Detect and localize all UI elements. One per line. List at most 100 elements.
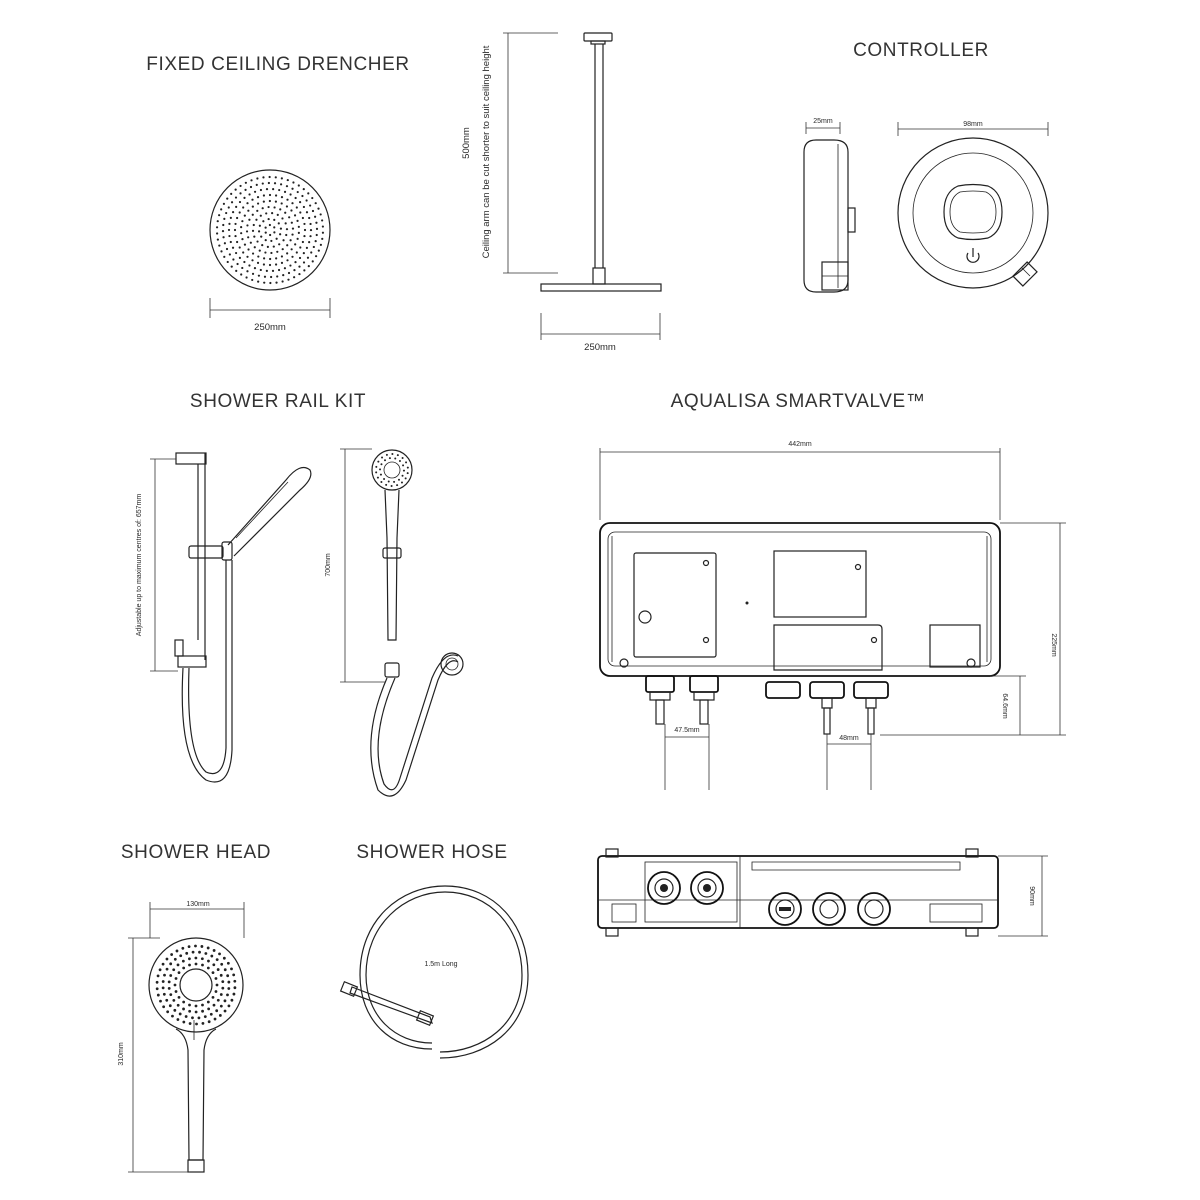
nozzle-dot — [232, 973, 236, 977]
nozzle-dot — [321, 219, 324, 222]
nozzle-dot — [181, 946, 185, 950]
nozzle-dot — [225, 247, 229, 251]
nozzle-dot — [214, 990, 218, 993]
nozzle-dot — [235, 205, 238, 208]
nozzle-dot — [314, 239, 317, 243]
nozzle-dot — [176, 1003, 180, 1007]
valve-outlet-drop-dimension: 64.6mm — [990, 675, 1026, 735]
nozzle-dot — [279, 208, 282, 211]
nozzle-dot — [206, 1000, 210, 1004]
nozzle-dot — [263, 281, 266, 284]
nozzle-dot — [282, 239, 285, 242]
nozzle-dot — [264, 239, 267, 242]
nozzle-dot — [234, 234, 237, 238]
nozzle-dot — [268, 199, 271, 203]
nozzle-dot — [215, 226, 219, 229]
nozzle-dot — [296, 219, 299, 223]
nozzle-dot — [402, 464, 405, 467]
nozzle-dot — [216, 998, 220, 1002]
title-controller: CONTROLLER — [853, 40, 989, 61]
nozzle-dot — [280, 261, 284, 264]
nozzle-dot — [240, 273, 243, 276]
nozzle-dot — [314, 202, 317, 205]
nozzle-dot — [287, 271, 291, 275]
nozzle-dot — [155, 987, 159, 991]
nozzle-dot — [173, 957, 177, 961]
nozzle-dot — [302, 205, 306, 209]
nozzle-dot — [171, 1014, 174, 1018]
nozzle-dot — [281, 280, 284, 283]
nozzle-dot — [161, 980, 165, 983]
valve-depth-dimension: 90mm — [998, 855, 1048, 937]
valve-outlet-drop-label: 64.6mm — [1001, 693, 1008, 718]
nozzle-dot — [248, 218, 251, 221]
nozzle-dot — [398, 460, 401, 463]
nozzle-dot — [276, 275, 279, 278]
nozzle-dot — [165, 967, 169, 971]
nozzle-dot — [239, 192, 242, 195]
nozzle-dot — [255, 183, 258, 186]
nozzle-dot — [226, 260, 229, 264]
nozzle-dot — [243, 196, 246, 199]
nozzle-dot — [227, 206, 230, 209]
nozzle-dot — [289, 264, 292, 267]
nozzle-dot — [236, 262, 239, 266]
nozzle-dot — [168, 1004, 172, 1008]
nozzle-dot — [286, 198, 289, 201]
head-width-label: 130mm — [186, 901, 210, 908]
nozzle-dot — [285, 185, 289, 188]
nozzle-dot — [308, 241, 311, 244]
nozzle-dot — [256, 177, 259, 180]
nozzle-dot — [296, 237, 299, 240]
valve-height-dimension: 225mm — [880, 522, 1066, 736]
nozzle-dot — [155, 980, 159, 984]
nozzle-dot — [294, 261, 297, 264]
nozzle-dot — [258, 224, 261, 227]
arm-length-dimension: 500mm Ceiling arm can be cut shorter to … — [461, 32, 558, 274]
nozzle-dot — [188, 1022, 192, 1025]
nozzle-dot — [248, 193, 251, 196]
nozzle-dot — [179, 954, 183, 958]
nozzle-dot — [163, 973, 166, 977]
nozzle-dot — [319, 243, 322, 246]
nozzle-dot — [201, 1003, 204, 1007]
nozzle-dot — [253, 190, 257, 193]
nozzle-dot — [227, 987, 231, 990]
nozzle-dot — [235, 269, 238, 272]
nozzle-dot — [269, 281, 272, 285]
rail-head-nozzles — [375, 453, 409, 487]
nozzle-dot — [238, 200, 242, 204]
nozzle-dot — [230, 967, 233, 971]
nozzle-dot — [241, 220, 244, 223]
nozzle-dot — [207, 1020, 211, 1024]
nozzle-dot — [197, 1016, 201, 1020]
nozzle-dot — [158, 968, 162, 972]
head-length-label: 310mm — [118, 1042, 125, 1066]
nozzle-dot — [223, 255, 226, 258]
nozzle-dot — [302, 261, 306, 264]
nozzle-dot — [229, 216, 232, 219]
nozzle-dot — [230, 192, 233, 196]
nozzle-dot — [294, 196, 297, 200]
nozzle-dot — [222, 223, 225, 227]
nozzle-dot — [377, 460, 380, 463]
controller-depth-dimension: 25mm — [805, 118, 841, 134]
nozzle-dot — [261, 182, 264, 185]
nozzle-dot — [279, 183, 283, 186]
nozzle-dot — [262, 200, 265, 203]
nozzle-dot — [298, 272, 301, 276]
nozzle-dot — [305, 246, 309, 249]
nozzle-dot — [173, 983, 177, 987]
nozzle-dot — [281, 248, 284, 251]
nozzle-dot — [173, 1008, 177, 1012]
nozzle-dot — [292, 181, 295, 184]
nozzle-dot — [162, 1005, 166, 1009]
nozzle-dot — [223, 217, 226, 221]
nozzle-dot — [226, 961, 230, 965]
nozzle-dot — [293, 276, 296, 279]
rail-height-dimension: 700mm — [325, 448, 385, 683]
nozzle-dot — [383, 477, 386, 480]
nozzle-dot — [279, 233, 282, 236]
nozzle-dot — [177, 971, 181, 975]
nozzle-dot — [233, 979, 237, 983]
